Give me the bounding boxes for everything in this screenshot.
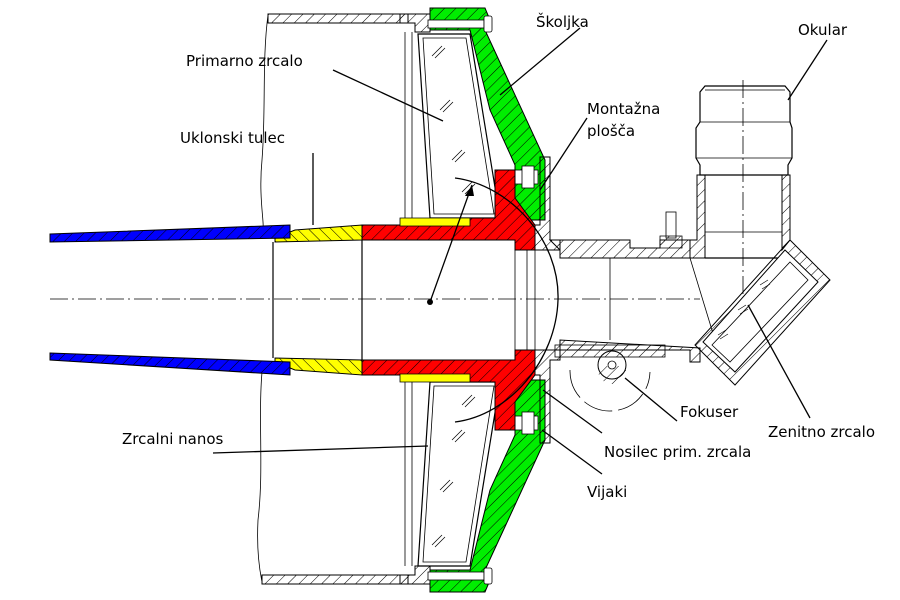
label-focuser: Fokuser [680,403,739,421]
label-mounting-plate-line1: Montažna [587,100,660,118]
label-primary-mirror: Primarno zrcalo [186,52,303,70]
label-shell: Školjka [536,12,589,31]
bore-lines [272,240,536,360]
label-diagonal-mirror: Zenitno zrcalo [768,423,875,441]
primary-mirror [417,33,501,567]
label-mounting-plate-line2: plošča [587,122,635,140]
diagonal-housing [548,211,716,363]
eyepiece [689,85,793,259]
primary-mirror-carrier [361,169,536,431]
focuser [554,344,666,412]
leader-lines [212,27,828,475]
label-eyepiece: Okular [798,21,848,39]
curvature-arc [454,177,559,423]
arrow-head [465,185,474,196]
label-screws: Vijaki [587,483,627,501]
baffle-tube [49,224,291,376]
center-point [427,299,433,305]
shell [427,7,546,593]
main-tube [257,13,431,585]
label-mirror-coating: Zrcalni nanos [122,430,224,448]
label-baffle-tube: Uklonski tulec [180,129,285,147]
yellow-sleeve [274,217,471,383]
label-mirror-carrier: Nosilec prim. zrcala [604,443,751,461]
radius-arrow [429,184,473,303]
diagonal-mirror [694,239,831,386]
